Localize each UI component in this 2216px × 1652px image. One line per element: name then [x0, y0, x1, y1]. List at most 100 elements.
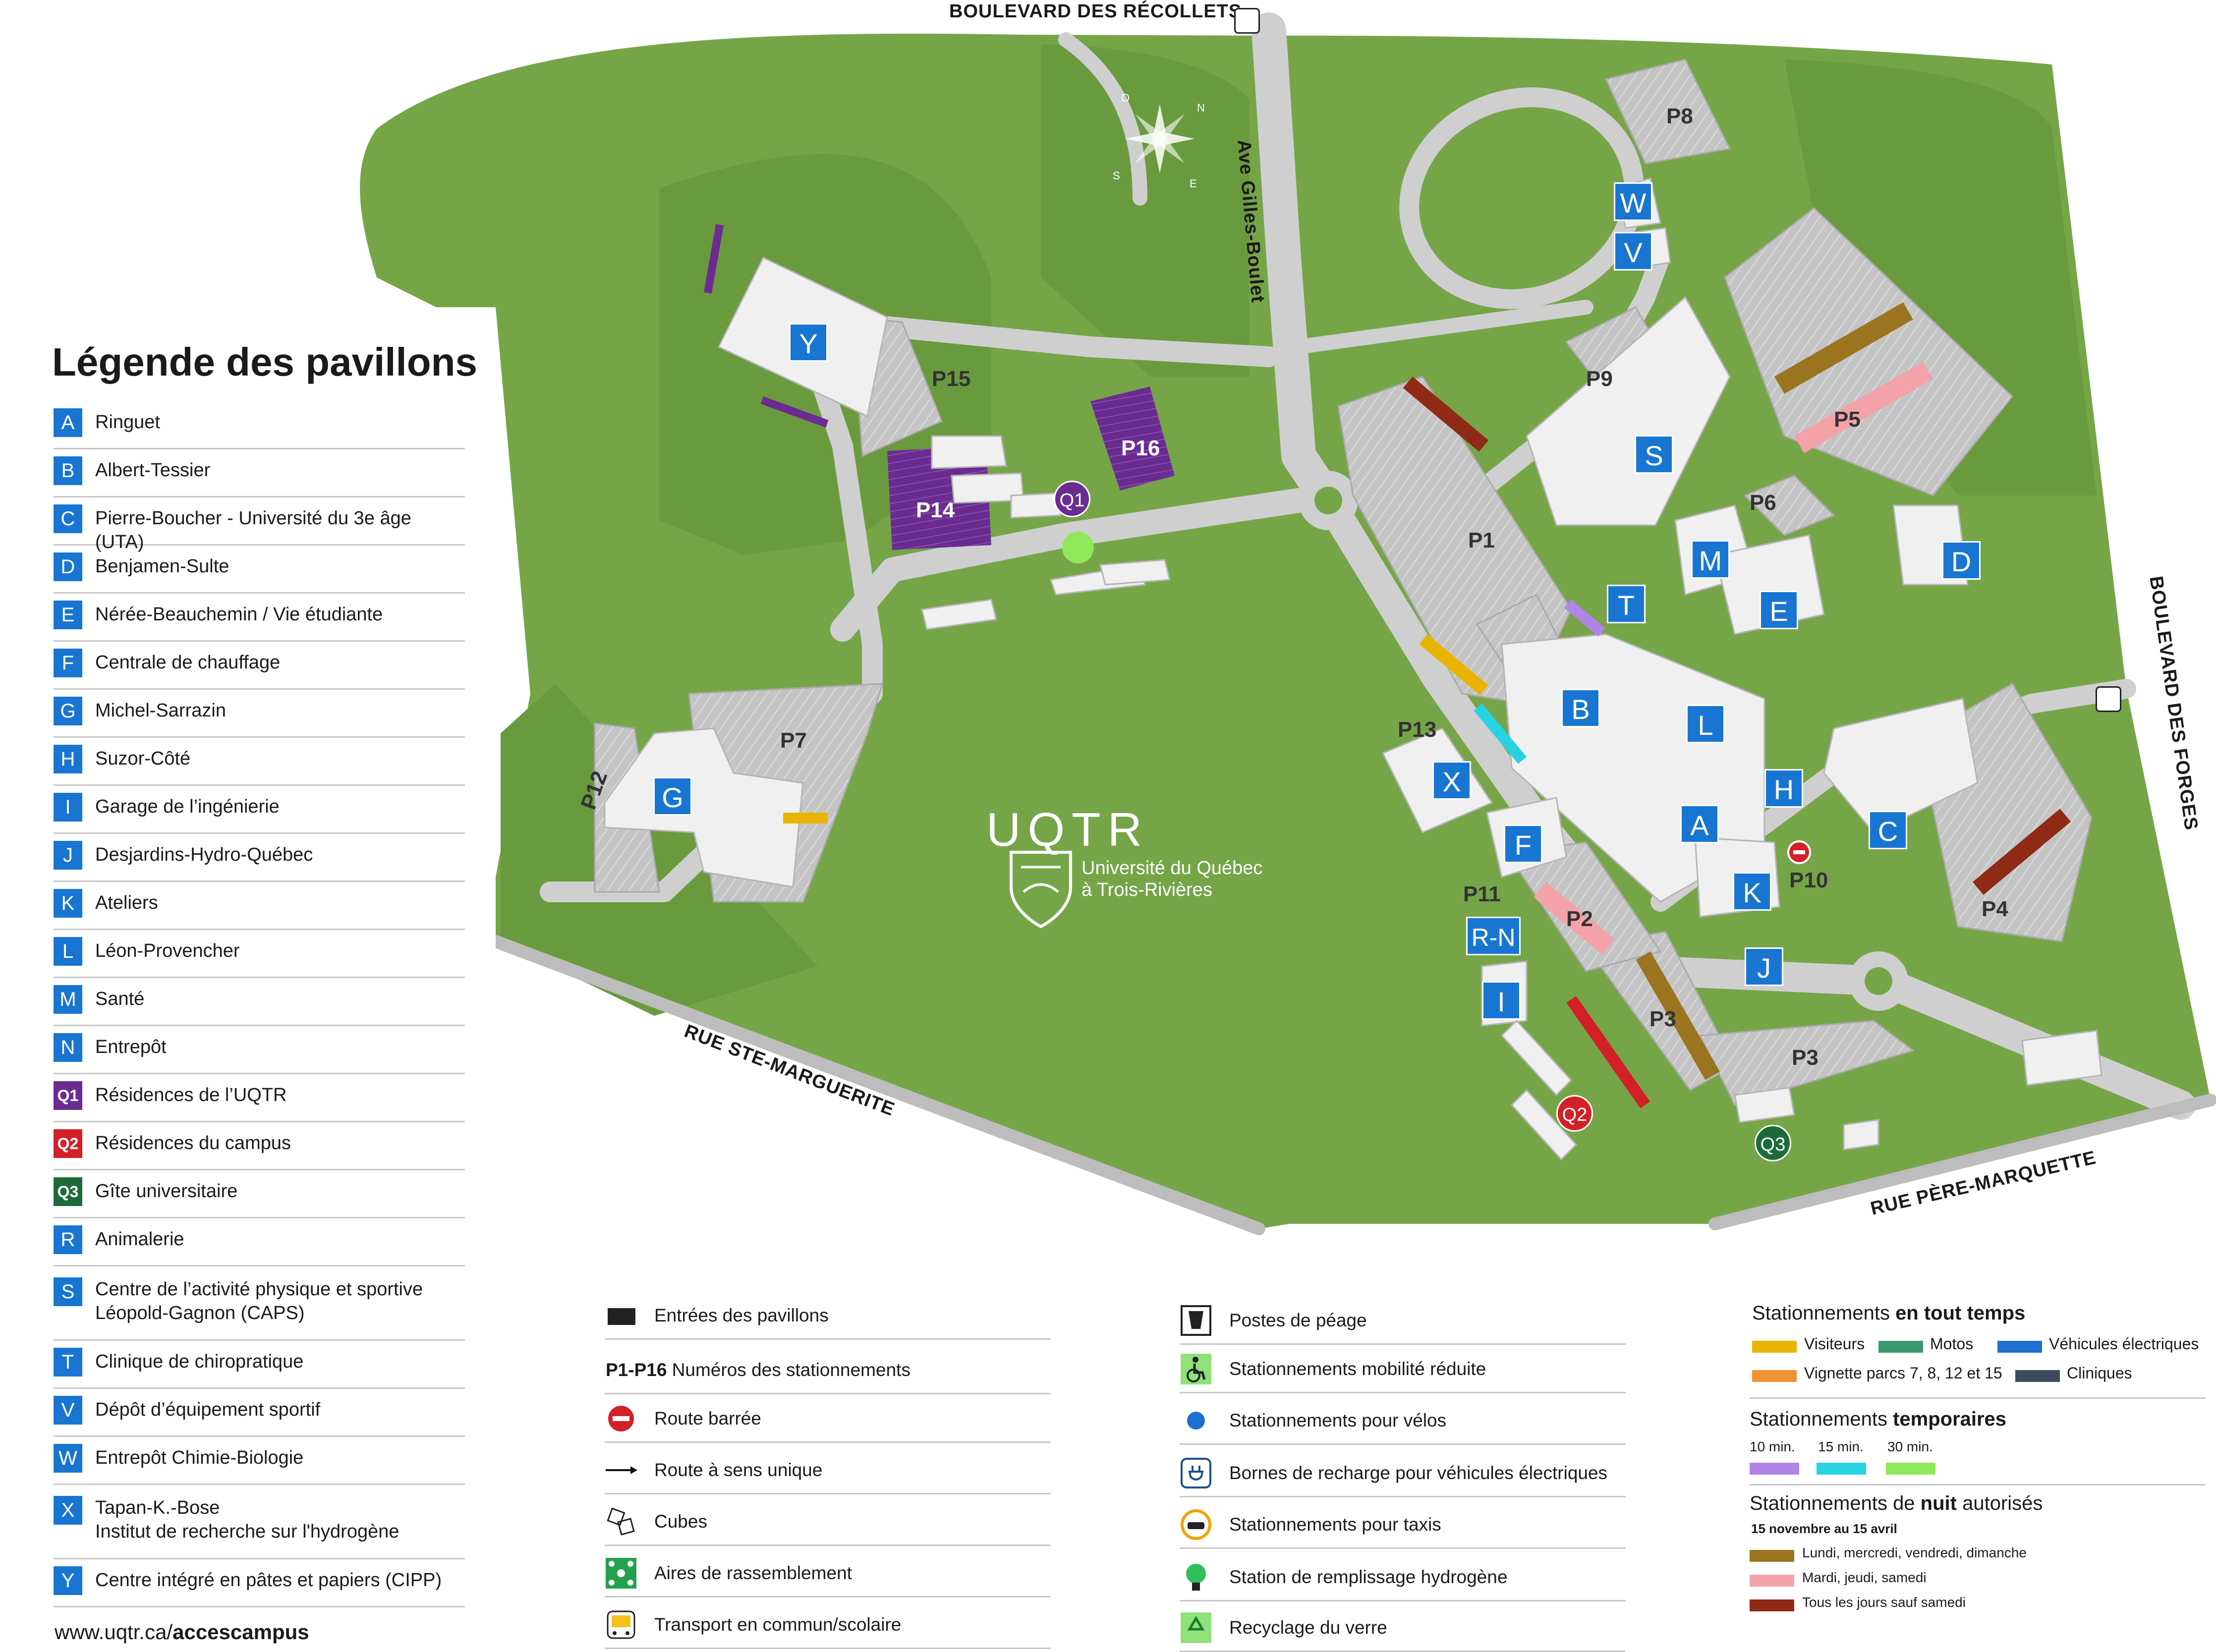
symbol-legend-label: Postes de péage	[1229, 1310, 1367, 1330]
compass-o: O	[1121, 92, 1130, 104]
one-way-arrow-icon	[605, 1454, 637, 1487]
legend-name: Ateliers	[95, 892, 158, 913]
swatch-label: Visiteurs	[1804, 1335, 1865, 1353]
building-marker-v[interactable]: V	[1614, 232, 1652, 271]
parking-label-p4[interactable]: P4	[1982, 897, 2008, 921]
legend-key-f: F	[54, 649, 82, 677]
parking-label-p13[interactable]: P13	[1398, 717, 1437, 742]
building-marker-h[interactable]: H	[1764, 769, 1803, 808]
legend-key-i: I	[54, 793, 82, 822]
building-marker-l[interactable]: L	[1686, 705, 1725, 743]
building-marker-d[interactable]: D	[1942, 541, 1981, 580]
assembly-area-icon	[605, 1557, 637, 1590]
parking-label-p3[interactable]: P3	[1792, 1046, 1818, 1070]
parking-label-p1[interactable]: P1	[1468, 528, 1495, 552]
parking-temporary-heading: Stationnements temporaires	[1750, 1408, 2007, 1430]
parking-lot-p14	[887, 446, 991, 550]
parking-label-p2[interactable]: P2	[1566, 907, 1593, 931]
building-marker-c[interactable]: C	[1869, 811, 1907, 849]
parking-label-p9[interactable]: P9	[1586, 367, 1613, 391]
cubes-icon	[605, 1505, 637, 1538]
parking-label-p16[interactable]: P16	[1121, 436, 1160, 460]
legend-key-s: S	[54, 1277, 82, 1306]
symbol-legend-label: Cubes	[654, 1511, 707, 1532]
building-marker-r-n[interactable]: R-N	[1466, 917, 1521, 955]
building-marker-e[interactable]: E	[1760, 591, 1798, 629]
legend-name: Entrepôt	[95, 1037, 167, 1057]
symbol-legend-label: Stationnements pour vélos	[1229, 1410, 1447, 1431]
hydrogen-station-icon	[1180, 1561, 1212, 1594]
legend-name: Desjardins-Hydro-Québec	[95, 844, 313, 865]
symbol-legend-row: Transport en commun/scolaire	[605, 1603, 1051, 1649]
color-swatch	[2015, 1370, 2060, 1382]
residence-marker-q3[interactable]: Q3	[1755, 1125, 1791, 1161]
legend-url[interactable]: www.uqtr.ca/accescampus	[55, 1620, 309, 1644]
parking-label-p5[interactable]: P5	[1834, 407, 1861, 432]
parking-label-p6[interactable]: P6	[1750, 491, 1776, 515]
building-marker-f[interactable]: F	[1504, 825, 1542, 863]
swatch-label: Véhicules électriques	[2049, 1335, 2199, 1353]
parking-label-p11[interactable]: P11	[1463, 882, 1501, 906]
swatch-label: Lundi, mercredi, vendredi, dimanche	[1802, 1545, 2027, 1560]
symbol-legend-row: Postes de péage	[1180, 1299, 1626, 1345]
parking-label-p8[interactable]: P8	[1666, 104, 1693, 128]
building-marker-b[interactable]: B	[1561, 689, 1600, 727]
building-marker-k[interactable]: K	[1733, 872, 1771, 911]
color-swatch	[1750, 1575, 1794, 1587]
symbol-legend-row: Aires de rassemblement	[605, 1552, 1051, 1597]
building-marker-m[interactable]: M	[1691, 540, 1730, 579]
legend-name: Gîte universitaire	[95, 1181, 238, 1202]
legend-key-n: N	[54, 1033, 82, 1062]
swatch-label: 30 min.	[1887, 1439, 1933, 1454]
bike-parking-icon	[1180, 1404, 1212, 1437]
legend-key-b: B	[54, 456, 82, 485]
swatch-label: Vignette parcs 7, 8, 12 et 15	[1804, 1364, 2002, 1382]
legend-name: Léon-Provencher	[95, 940, 240, 961]
parking-label-p7[interactable]: P7	[780, 728, 807, 753]
parking-label-p3[interactable]: P3	[1649, 1007, 1676, 1031]
swatch-label: Mardi, jeudi, samedi	[1802, 1570, 1927, 1585]
parking-strips	[703, 224, 2071, 1108]
symbol-legend-label: Stationnements pour taxis	[1229, 1514, 1441, 1535]
symbol-legend-row: Stationnements pour taxis	[1180, 1503, 1626, 1549]
building-marker-j[interactable]: J	[1745, 947, 1783, 986]
building-marker-i[interactable]: I	[1482, 981, 1521, 1020]
uqtr-logo-wordmark: UQTR	[986, 803, 1149, 856]
building-marker-x[interactable]: X	[1432, 761, 1471, 800]
color-swatch	[1752, 1370, 1797, 1382]
parking-label-p10[interactable]: P10	[1789, 868, 1828, 892]
parking-label-p14[interactable]: P14	[916, 498, 955, 522]
legend-key-x: X	[54, 1496, 82, 1525]
legend-name: Michel-Sarrazin	[95, 700, 226, 721]
parking-label-p15[interactable]: P15	[932, 367, 971, 391]
building-marker-g[interactable]: G	[653, 777, 692, 816]
building-marker-t[interactable]: T	[1607, 585, 1646, 623]
glass-recycling-icon	[1180, 1611, 1212, 1644]
parking-all-time-heading: Stationnements en tout temps	[1752, 1302, 2026, 1324]
color-swatch	[1997, 1341, 2042, 1353]
building-marker-y[interactable]: Y	[789, 323, 828, 362]
building-marker-a[interactable]: A	[1680, 805, 1719, 843]
building-marker-s[interactable]: S	[1635, 435, 1673, 474]
legend-name: Santé	[95, 989, 145, 1009]
residence-marker-q1[interactable]: Q1	[1054, 481, 1090, 517]
building-marker-w[interactable]: W	[1614, 182, 1652, 221]
symbol-legend-row: Cubes	[605, 1500, 1051, 1546]
color-swatch	[1750, 1599, 1794, 1611]
residence-marker-q2[interactable]: Q2	[1556, 1095, 1593, 1132]
parking-night-dates: 15 novembre au 15 avril	[1751, 1521, 1897, 1536]
symbol-legend-row: Bornes de recharge pour véhicules électr…	[1180, 1452, 1626, 1497]
symbol-legend-row: Route à sens unique	[605, 1449, 1051, 1494]
